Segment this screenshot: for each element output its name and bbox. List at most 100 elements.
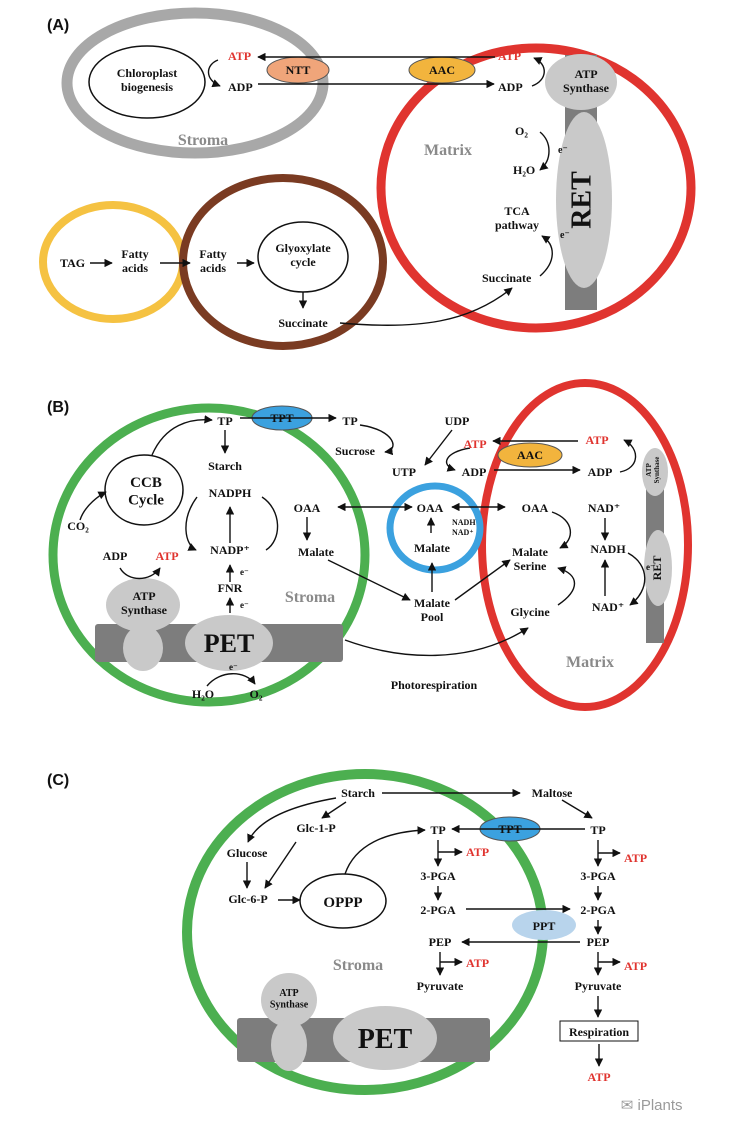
electron-b-a: e⁻ — [240, 567, 249, 577]
co2-b: CO₂ — [67, 519, 89, 533]
atp-chloroplast-a: ATP — [228, 49, 251, 63]
succinate-mito-a: Succinate — [482, 271, 532, 285]
nad-bottom-b: NAD⁺ — [592, 600, 624, 614]
pep-cyt-c: PEP — [587, 935, 610, 949]
electron-a1: e⁻ — [558, 145, 568, 156]
pyruvate-chl-c: Pyruvate — [417, 979, 464, 993]
electron-b-c: e⁻ — [229, 662, 238, 672]
pga2-cyt-c: 2-PGA — [580, 903, 616, 917]
o2-b: O₂ — [250, 687, 263, 701]
ret-complex-a — [556, 112, 612, 288]
aac-label-b: AAC — [517, 448, 543, 462]
matrix-label-a: Matrix — [424, 142, 472, 159]
adp-mito-b: ADP — [588, 465, 613, 479]
pet-complex-b — [185, 615, 273, 671]
adp-chloroplast-a: ADP — [228, 80, 253, 94]
atp-synthase-head-a — [545, 54, 617, 110]
tp-cyt-c: TP — [590, 823, 605, 837]
nad-peroxisome: NAD⁺ — [452, 528, 474, 537]
utp-b: UTP — [392, 465, 416, 479]
tp-chl-c: TP — [430, 823, 445, 837]
atp-mito-b: ATP — [585, 433, 608, 447]
electron-a2: e⁻ — [560, 230, 570, 241]
stroma-label-b: Stroma — [285, 589, 335, 606]
udp-b: UDP — [445, 414, 470, 428]
aac-transporter-b — [497, 442, 563, 468]
stroma-label-c: Stroma — [333, 957, 383, 974]
chloroplast-ring-a — [61, 7, 329, 159]
ppt-transporter — [512, 910, 576, 940]
atp-mito-a: ATP — [498, 49, 521, 63]
atp-cyt-b: ATP — [463, 437, 486, 451]
glc6p-c: Glc-6-P — [228, 892, 267, 906]
starch-c: Starch — [341, 786, 375, 800]
adp-mito-a: ADP — [498, 80, 523, 94]
malate-chl-b: Malate — [298, 545, 335, 559]
tag-label: TAG — [60, 256, 85, 270]
mitochondrion-ring-a — [376, 43, 696, 333]
pga3-chl-c: 3-PGA — [420, 869, 456, 883]
atp-synthase-stalk-b — [123, 625, 163, 671]
chloroplast-ring-b — [48, 403, 370, 707]
electron-ret-b: e⁻ — [646, 562, 655, 572]
pga3-cyt-c: 3-PGA — [580, 869, 616, 883]
glucose-c: Glucose — [227, 846, 268, 860]
nadph-b: NADPH — [209, 486, 252, 500]
adp-chl-b: ADP — [103, 549, 128, 563]
oppp-label: OPPP — [323, 895, 362, 911]
malate-cyt-b: Malate — [414, 541, 451, 555]
maltose-c: Maltose — [532, 786, 573, 800]
mito-atp-synthase-b — [642, 448, 668, 496]
o2-a: O₂ — [515, 124, 528, 138]
matrix-label-b: Matrix — [566, 654, 614, 671]
starch-b: Starch — [208, 459, 242, 473]
respiration-label: Respiration — [569, 1025, 629, 1039]
fnr-b: FNR — [218, 581, 243, 595]
ret-complex-b — [644, 530, 672, 606]
oaa-mito-b: OAA — [522, 501, 549, 515]
nadh-mito-b: NADH — [590, 542, 626, 556]
watermark-text: iPlants — [637, 1097, 682, 1114]
ntt-label: NTT — [286, 63, 311, 77]
atp-synthase-small-b: ATPSynthase — [645, 457, 661, 484]
pga2-chl-c: 2-PGA — [420, 903, 456, 917]
ccb-cycle-circle — [104, 454, 184, 526]
adp-cyt-b: ADP — [462, 465, 487, 479]
atp-cyt-c1: ATP — [624, 851, 647, 865]
atp-synthase-stalk-c — [271, 1019, 307, 1071]
atp-chl-c1: ATP — [466, 845, 489, 859]
pet-complex-c — [333, 1006, 437, 1070]
watermark: iPlants ✉ — [621, 1097, 683, 1114]
panel-b-label: (B) — [47, 399, 69, 416]
nad-top-b: NAD⁺ — [588, 501, 620, 515]
atp-chl-b: ATP — [155, 549, 178, 563]
pyruvate-cyt-c: Pyruvate — [575, 979, 622, 993]
tp-cyt-b: TP — [342, 414, 357, 428]
atp-synthase-head-b — [106, 578, 180, 632]
oaa-cyt-b: OAA — [417, 501, 444, 515]
nadp-b: NADP⁺ — [210, 543, 250, 557]
pep-chl-c: PEP — [429, 935, 452, 949]
h2o-b: H₂O — [192, 687, 214, 701]
sucrose-b: Sucrose — [335, 444, 375, 458]
succinate-glyox-a: Succinate — [278, 316, 328, 330]
panel-a-label: (A) — [47, 17, 69, 34]
h2o-a: H₂O — [513, 163, 535, 177]
panel-c-label: (C) — [47, 772, 69, 789]
glc1p-c: Glc-1-P — [296, 821, 335, 835]
ppt-label: PPT — [533, 919, 556, 933]
mitochondrion-ring-b — [478, 379, 692, 711]
